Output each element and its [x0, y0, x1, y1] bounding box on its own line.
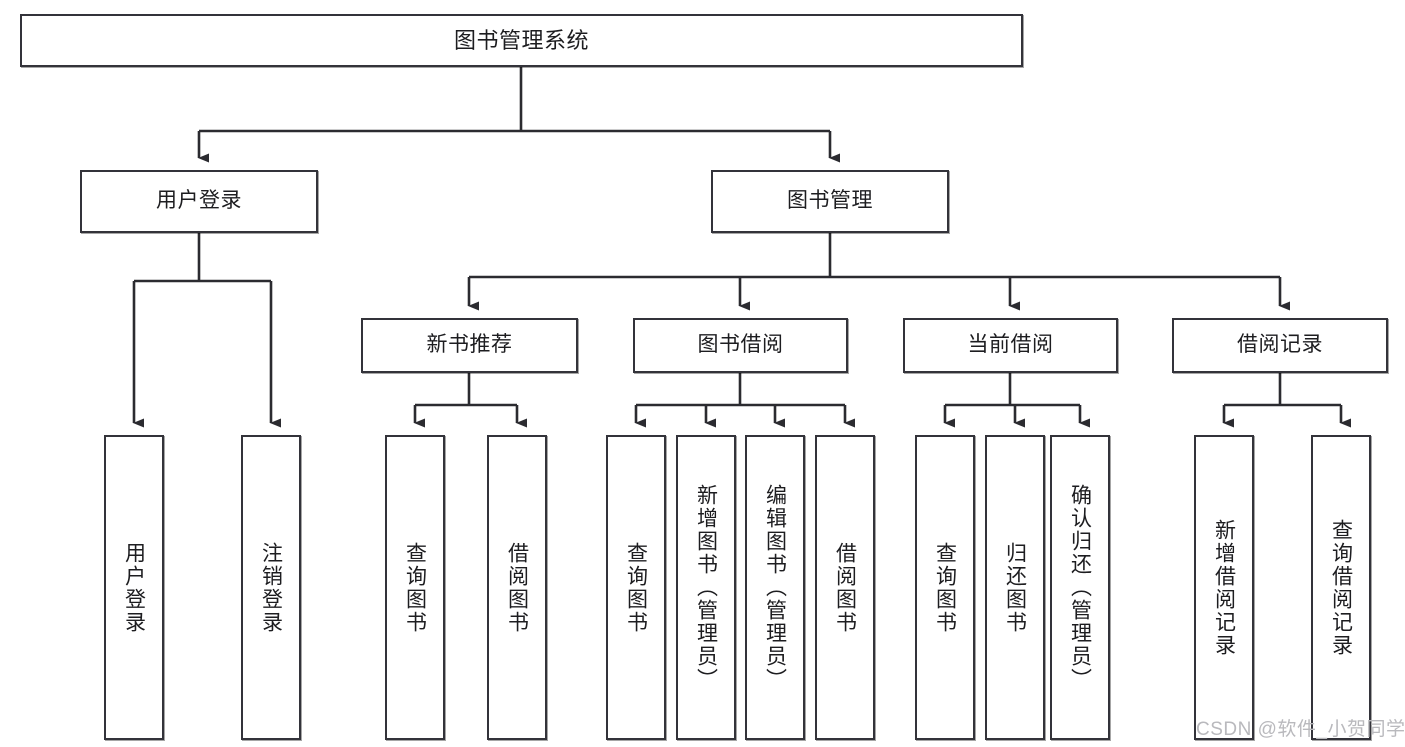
node-leaf-add-record[interactable]: 新增借阅记录 [1194, 435, 1254, 740]
node-leaf-add-book[interactable]: 新增图书（管理员） [676, 435, 736, 740]
node-label: 新增图书（管理员） [694, 484, 718, 691]
node-label: 新书推荐 [426, 333, 513, 357]
node-leaf-borrow-book-1[interactable]: 借阅图书 [487, 435, 547, 740]
node-label: 图书管理系统 [453, 27, 589, 53]
node-leaf-user-login[interactable]: 用户登录 [104, 435, 164, 740]
node-label: 当前借阅 [967, 333, 1054, 357]
node-label: 用户登录 [122, 541, 146, 634]
node-label: 新增借阅记录 [1212, 518, 1236, 657]
node-label: 查询图书 [933, 541, 957, 634]
node-label: 借阅图书 [505, 541, 529, 634]
node-current-borrow[interactable]: 当前借阅 [903, 318, 1118, 373]
node-label: 注销登录 [259, 541, 283, 634]
node-leaf-confirm-return[interactable]: 确认归还（管理员） [1050, 435, 1110, 740]
node-leaf-query-record[interactable]: 查询借阅记录 [1311, 435, 1371, 740]
node-book-management[interactable]: 图书管理 [711, 170, 949, 233]
node-leaf-query-book-2[interactable]: 查询图书 [606, 435, 666, 740]
node-label: 查询图书 [403, 541, 427, 634]
node-leaf-query-book-3[interactable]: 查询图书 [915, 435, 975, 740]
node-new-book-recommend[interactable]: 新书推荐 [361, 318, 578, 373]
node-label: 图书借阅 [697, 333, 784, 357]
node-label: 编辑图书（管理员） [763, 484, 787, 691]
node-label: 查询图书 [624, 541, 648, 634]
node-label: 借阅记录 [1237, 333, 1323, 357]
node-user-login[interactable]: 用户登录 [80, 170, 318, 233]
node-book-borrow[interactable]: 图书借阅 [633, 318, 848, 373]
node-leaf-borrow-book-2[interactable]: 借阅图书 [815, 435, 875, 740]
node-leaf-user-logout[interactable]: 注销登录 [241, 435, 301, 740]
node-label: 归还图书 [1003, 541, 1027, 634]
node-root[interactable]: 图书管理系统 [20, 14, 1023, 67]
node-borrow-record[interactable]: 借阅记录 [1172, 318, 1388, 373]
node-leaf-edit-book[interactable]: 编辑图书（管理员） [745, 435, 805, 740]
node-label: 查询借阅记录 [1329, 518, 1353, 657]
node-leaf-query-book-1[interactable]: 查询图书 [385, 435, 445, 740]
node-label: 图书管理 [787, 189, 873, 213]
node-leaf-return-book[interactable]: 归还图书 [985, 435, 1045, 740]
node-label: 确认归还（管理员） [1068, 484, 1092, 691]
node-label: 借阅图书 [833, 541, 857, 634]
node-label: 用户登录 [156, 189, 242, 213]
